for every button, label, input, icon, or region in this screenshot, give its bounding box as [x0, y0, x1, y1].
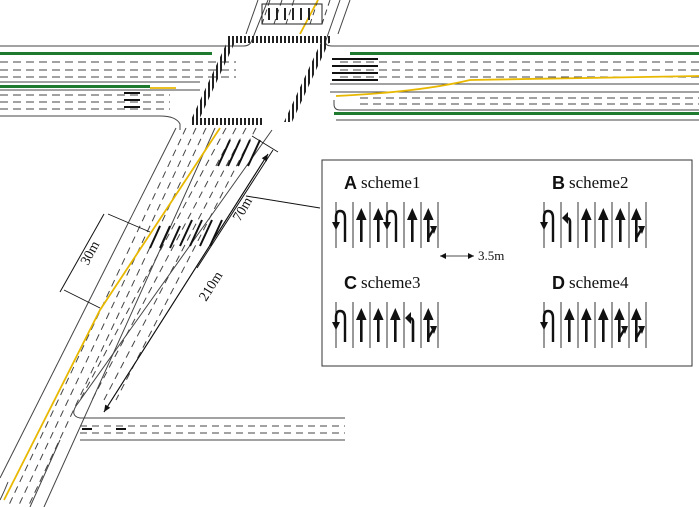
green-medians [0, 52, 699, 115]
scheme-label: scheme3 [361, 273, 420, 292]
dimension-lines [59, 135, 321, 413]
dim-210m-label: 210m [197, 269, 227, 304]
scheme-label: scheme1 [361, 173, 420, 192]
crosswalks [190, 3, 332, 125]
dim-30m-label: 30m [78, 239, 103, 268]
scheme-label: scheme2 [569, 173, 628, 192]
scheme-letter: B [552, 173, 565, 193]
dim-70m-label: 70m [230, 195, 255, 224]
road-arrows [82, 58, 378, 430]
scheme-letter: A [344, 173, 357, 193]
scheme-label: scheme4 [569, 273, 629, 292]
approach-lane-arrows [149, 139, 261, 249]
lane-width-annotation [440, 253, 474, 259]
scheme-letter: C [344, 273, 357, 293]
lane-width-label: 3.5m [478, 248, 504, 263]
legend-box [321, 159, 693, 367]
scheme-letter: D [552, 273, 565, 293]
